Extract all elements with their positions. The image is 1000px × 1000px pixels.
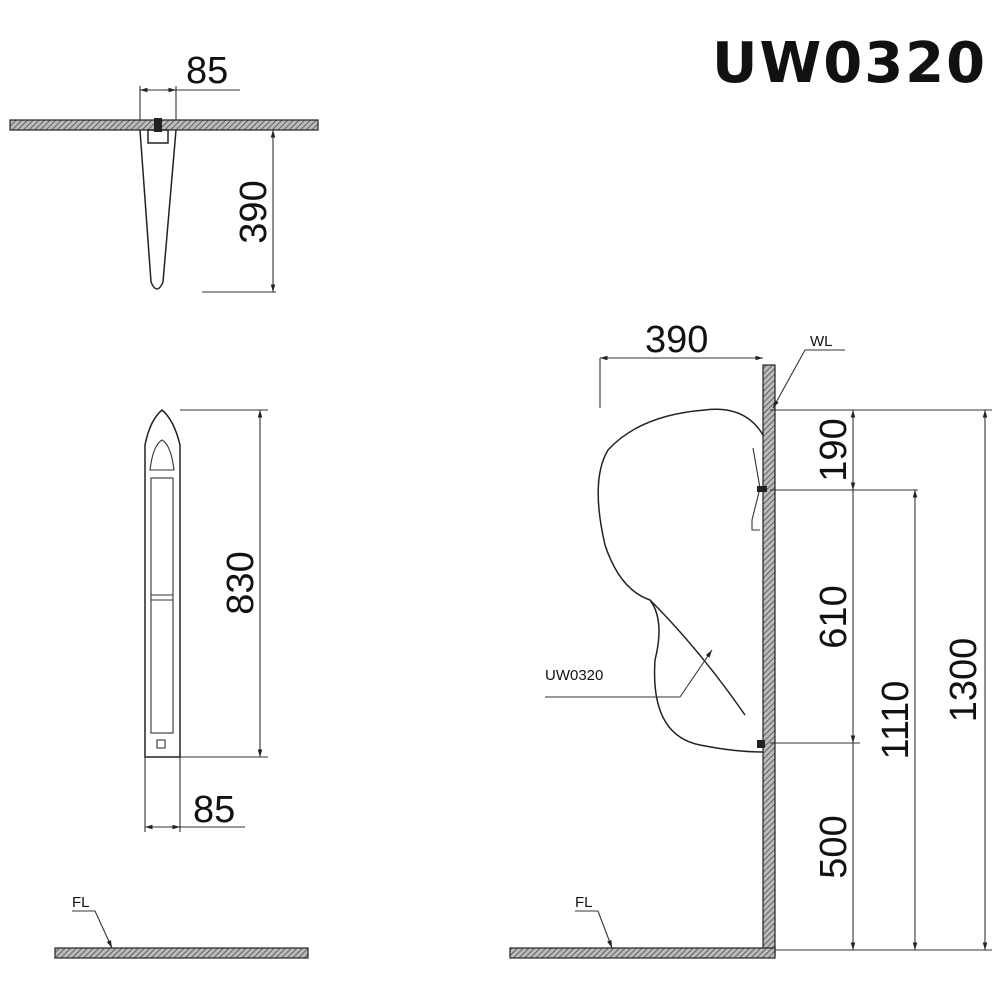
wall-section	[9, 119, 319, 131]
urinal-front-outline	[144, 409, 181, 758]
urinal-side-outline	[597, 408, 764, 716]
front-height-dim: 830	[220, 551, 262, 614]
dim-1300: 1300	[943, 638, 985, 723]
front-width-dim: 85	[193, 789, 235, 831]
urinal-plan-outline	[139, 129, 177, 290]
wall-side	[762, 364, 776, 956]
dim-500: 500	[813, 815, 855, 878]
dim-190: 190	[813, 418, 855, 481]
floor-right	[509, 947, 776, 959]
floor-label-right: FL	[575, 894, 593, 911]
model-title: UW0320	[712, 31, 987, 96]
floor-left	[54, 947, 309, 959]
side-view: 390 WL 190 610 500 1110 1300 UW0320 FL	[509, 319, 992, 959]
fixing	[154, 118, 162, 132]
dim-610: 610	[813, 585, 855, 648]
plan-view: 85 390	[9, 50, 319, 293]
dim-1110: 1110	[875, 681, 917, 760]
plan-width-dim: 85	[186, 50, 228, 92]
front-view: 830 85 FL	[54, 409, 309, 959]
side-depth-dim: 390	[645, 319, 708, 361]
plan-depth-dim: 390	[233, 180, 275, 243]
wall-line-label: WL	[810, 333, 833, 350]
floor-label-left: FL	[72, 894, 90, 911]
model-callout: UW0320	[545, 667, 603, 684]
